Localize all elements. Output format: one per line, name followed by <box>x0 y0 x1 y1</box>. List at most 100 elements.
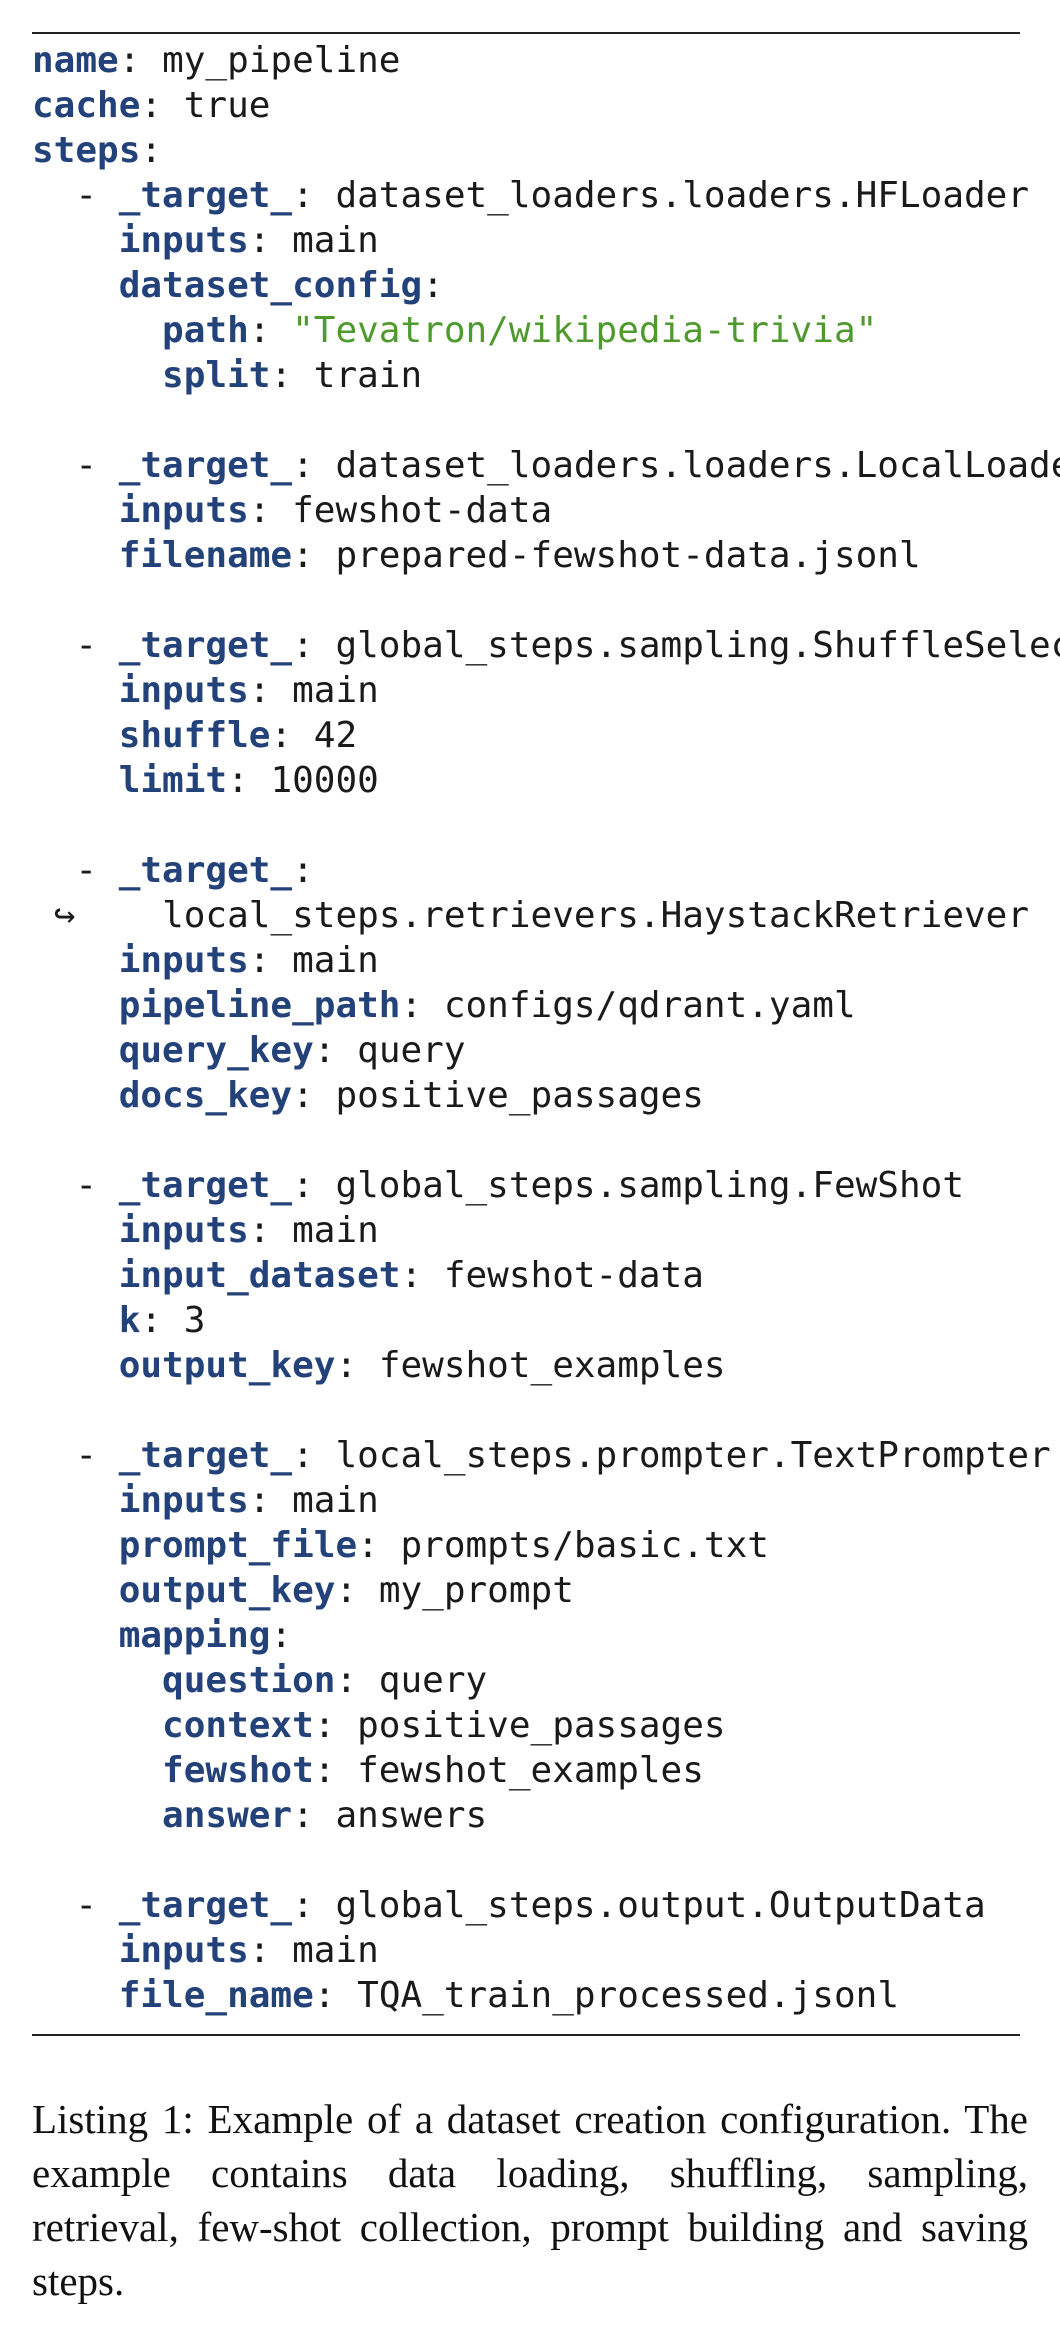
code-line: question: query <box>32 1658 487 1703</box>
code-separator: : <box>313 1705 358 1746</box>
code-blank-line <box>32 803 54 848</box>
code-separator: : <box>248 490 293 531</box>
code-line: cache: true <box>32 83 270 128</box>
code-separator: : <box>248 940 293 981</box>
code-string-value: "Tevatron/wikipedia-trivia" <box>292 310 878 351</box>
code-line: inputs: main <box>32 1478 379 1523</box>
code-key: prompt_file <box>118 1525 358 1566</box>
code-separator: : <box>248 1210 293 1251</box>
code-key: input_dataset <box>118 1255 401 1296</box>
code-key: context <box>162 1705 314 1746</box>
code-key: file_name <box>118 1975 314 2016</box>
code-separator: : <box>227 760 271 801</box>
code-line: split: train <box>32 353 422 398</box>
code-key: inputs <box>118 1930 249 1971</box>
code-line: k: 3 <box>32 1298 206 1343</box>
code-key: k <box>118 1300 141 1341</box>
code-key: dataset_config <box>118 265 423 306</box>
code-value: positive_passages <box>335 1075 704 1116</box>
code-value: 3 <box>183 1300 206 1341</box>
code-key: docs_key <box>118 1075 293 1116</box>
code-separator: : <box>292 535 336 576</box>
code-key: _target_ <box>118 850 293 891</box>
code-value: prompts/basic.txt <box>400 1525 769 1566</box>
code-value: fewshot_examples <box>378 1345 726 1386</box>
code-line: - _target_: global_steps.sampling.Shuffl… <box>32 623 1060 668</box>
code-line: - _target_: global_steps.sampling.FewSho… <box>32 1165 964 1206</box>
code-key: inputs <box>118 940 249 981</box>
code-value: fewshot_examples <box>357 1750 704 1791</box>
code-separator: : <box>248 1480 293 1521</box>
code-value: global_steps.sampling.FewShot <box>335 1165 964 1206</box>
code-value: main <box>292 1480 379 1521</box>
code-value: main <box>292 220 379 261</box>
code-line: - _target_: dataset_loaders.loaders.HFLo… <box>32 175 1030 216</box>
code-value: global_steps.output.OutputData <box>335 1885 986 1926</box>
code-key: filename <box>118 535 293 576</box>
code-key: inputs <box>118 1210 249 1251</box>
code-key: name <box>32 40 119 81</box>
code-line: inputs: main <box>32 668 379 713</box>
code-blank-line <box>32 1838 54 1883</box>
code-separator: : <box>248 310 293 351</box>
code-separator: : <box>292 445 336 486</box>
code-separator: : <box>313 1030 358 1071</box>
code-separator: : <box>292 1435 336 1476</box>
code-line: pipeline_path: configs/qdrant.yaml <box>32 983 856 1028</box>
code-key: _target_ <box>118 625 293 666</box>
code-value: main <box>292 940 379 981</box>
code-value: main <box>292 1210 379 1251</box>
code-line: mapping: <box>32 1613 292 1658</box>
code-value: my_prompt <box>378 1570 574 1611</box>
code-key: inputs <box>118 490 249 531</box>
code-key: pipeline_path <box>118 985 401 1026</box>
code-line: path: "Tevatron/wikipedia-trivia" <box>32 308 877 353</box>
code-blank-line <box>32 1388 54 1433</box>
code-separator: : <box>357 1525 401 1566</box>
code-key: _target_ <box>118 1435 293 1476</box>
code-value: prepared-fewshot-data.jsonl <box>335 535 921 576</box>
code-value: query <box>378 1660 488 1701</box>
code-line: output_key: fewshot_examples <box>32 1343 726 1388</box>
code-line: - _target_: <box>32 850 314 891</box>
listing-caption: Listing 1: Example of a dataset creation… <box>32 2096 1028 2304</box>
code-key: _target_ <box>118 1885 293 1926</box>
code-line: name: my_pipeline <box>32 38 400 83</box>
code-value: answers <box>335 1795 488 1836</box>
code-separator: : <box>292 1795 336 1836</box>
code-separator: : <box>140 1300 184 1341</box>
code-value: fewshot-data <box>292 490 553 531</box>
code-blank-line <box>32 1118 54 1163</box>
code-key: cache <box>32 85 141 126</box>
code-line: context: positive_passages <box>32 1703 726 1748</box>
code-separator: : <box>248 670 293 711</box>
code-separator: : <box>292 850 314 891</box>
line-wrap-arrow-icon: ↪ <box>53 895 76 936</box>
code-separator: : <box>140 85 184 126</box>
code-separator: : <box>313 1975 358 2016</box>
code-value: positive_passages <box>357 1705 726 1746</box>
code-line: inputs: main <box>32 1208 379 1253</box>
code-key: answer <box>162 1795 293 1836</box>
code-separator: : <box>292 625 336 666</box>
code-key: split <box>162 355 271 396</box>
code-line: shuffle: 42 <box>32 713 357 758</box>
code-value: true <box>183 85 271 126</box>
code-key: _target_ <box>118 175 293 216</box>
code-value: global_steps.sampling.ShuffleSelect <box>335 625 1060 666</box>
code-value: query <box>357 1030 466 1071</box>
bottom-rule <box>32 2034 1020 2036</box>
code-key: _target_ <box>118 1165 293 1206</box>
code-separator: : <box>292 175 336 216</box>
code-key: mapping <box>118 1615 271 1656</box>
code-line: inputs: main <box>32 1928 379 1973</box>
code-separator: : <box>335 1660 379 1701</box>
code-value: my_pipeline <box>162 40 401 81</box>
code-key: fewshot <box>162 1750 314 1791</box>
top-rule <box>32 32 1020 34</box>
code-line: query_key: query <box>32 1028 466 1073</box>
code-line: docs_key: positive_passages <box>32 1073 704 1118</box>
code-continuation-line: ↪ local_steps.retrievers.HaystackRetriev… <box>32 893 1029 938</box>
code-value: configs/qdrant.yaml <box>443 985 856 1026</box>
code-separator: : <box>118 40 163 81</box>
